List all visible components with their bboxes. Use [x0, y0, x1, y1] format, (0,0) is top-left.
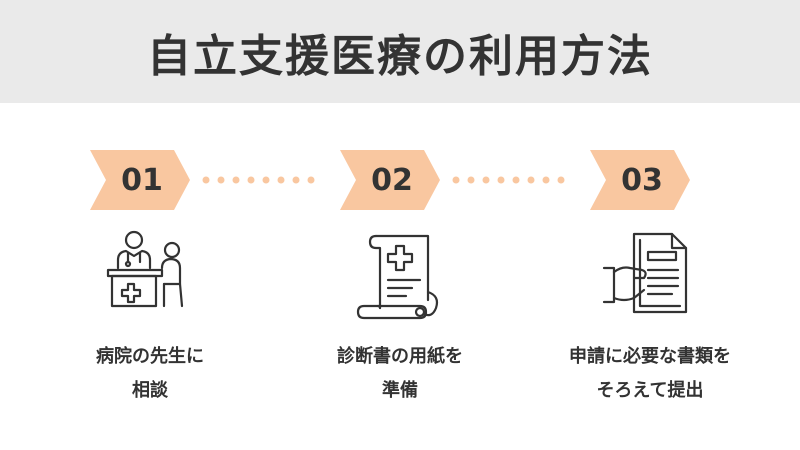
step-2-badge: 02	[340, 150, 440, 210]
step-1-number: 01	[121, 162, 163, 198]
step-2-label-line1: 診断書の用紙を	[337, 346, 463, 367]
step-2-label: 診断書の用紙を 準備	[280, 340, 520, 408]
chevron-badge-icon	[340, 150, 440, 210]
chevron-badge-icon	[90, 150, 190, 210]
step-3-label-line2: そろえて提出	[596, 380, 704, 401]
step-1-label-line2: 相談	[132, 380, 168, 401]
chevron-badge-icon	[590, 150, 690, 210]
step-connector-2	[452, 176, 565, 184]
header-banner: 自立支援医療の利用方法	[0, 0, 800, 103]
step-3-badge: 03	[590, 150, 690, 210]
step-1-badge: 01	[90, 150, 190, 210]
step-3-label-line1: 申請に必要な書類を	[569, 346, 731, 367]
step-2-label-line2: 準備	[382, 380, 418, 401]
step-1: 01 病院の先生に 相談	[30, 0, 270, 450]
step-1-label-line1: 病院の先生に	[96, 346, 204, 367]
page-title: 自立支援医療の利用方法	[147, 30, 653, 82]
step-3-number: 03	[621, 162, 663, 198]
step-connector-1	[202, 176, 315, 184]
step-3-label: 申請に必要な書類を そろえて提出	[530, 340, 770, 408]
medical-certificate-icon	[356, 234, 439, 320]
step-3: 03 申請に必要な書類を そろえて提出	[530, 0, 770, 450]
step-1-label: 病院の先生に 相談	[30, 340, 270, 408]
documents-hand-icon	[602, 232, 688, 314]
step-2-number: 02	[371, 162, 413, 198]
step-2: 02 診断書の用紙を 準備	[280, 0, 520, 450]
doctor-consultation-icon	[106, 230, 184, 308]
